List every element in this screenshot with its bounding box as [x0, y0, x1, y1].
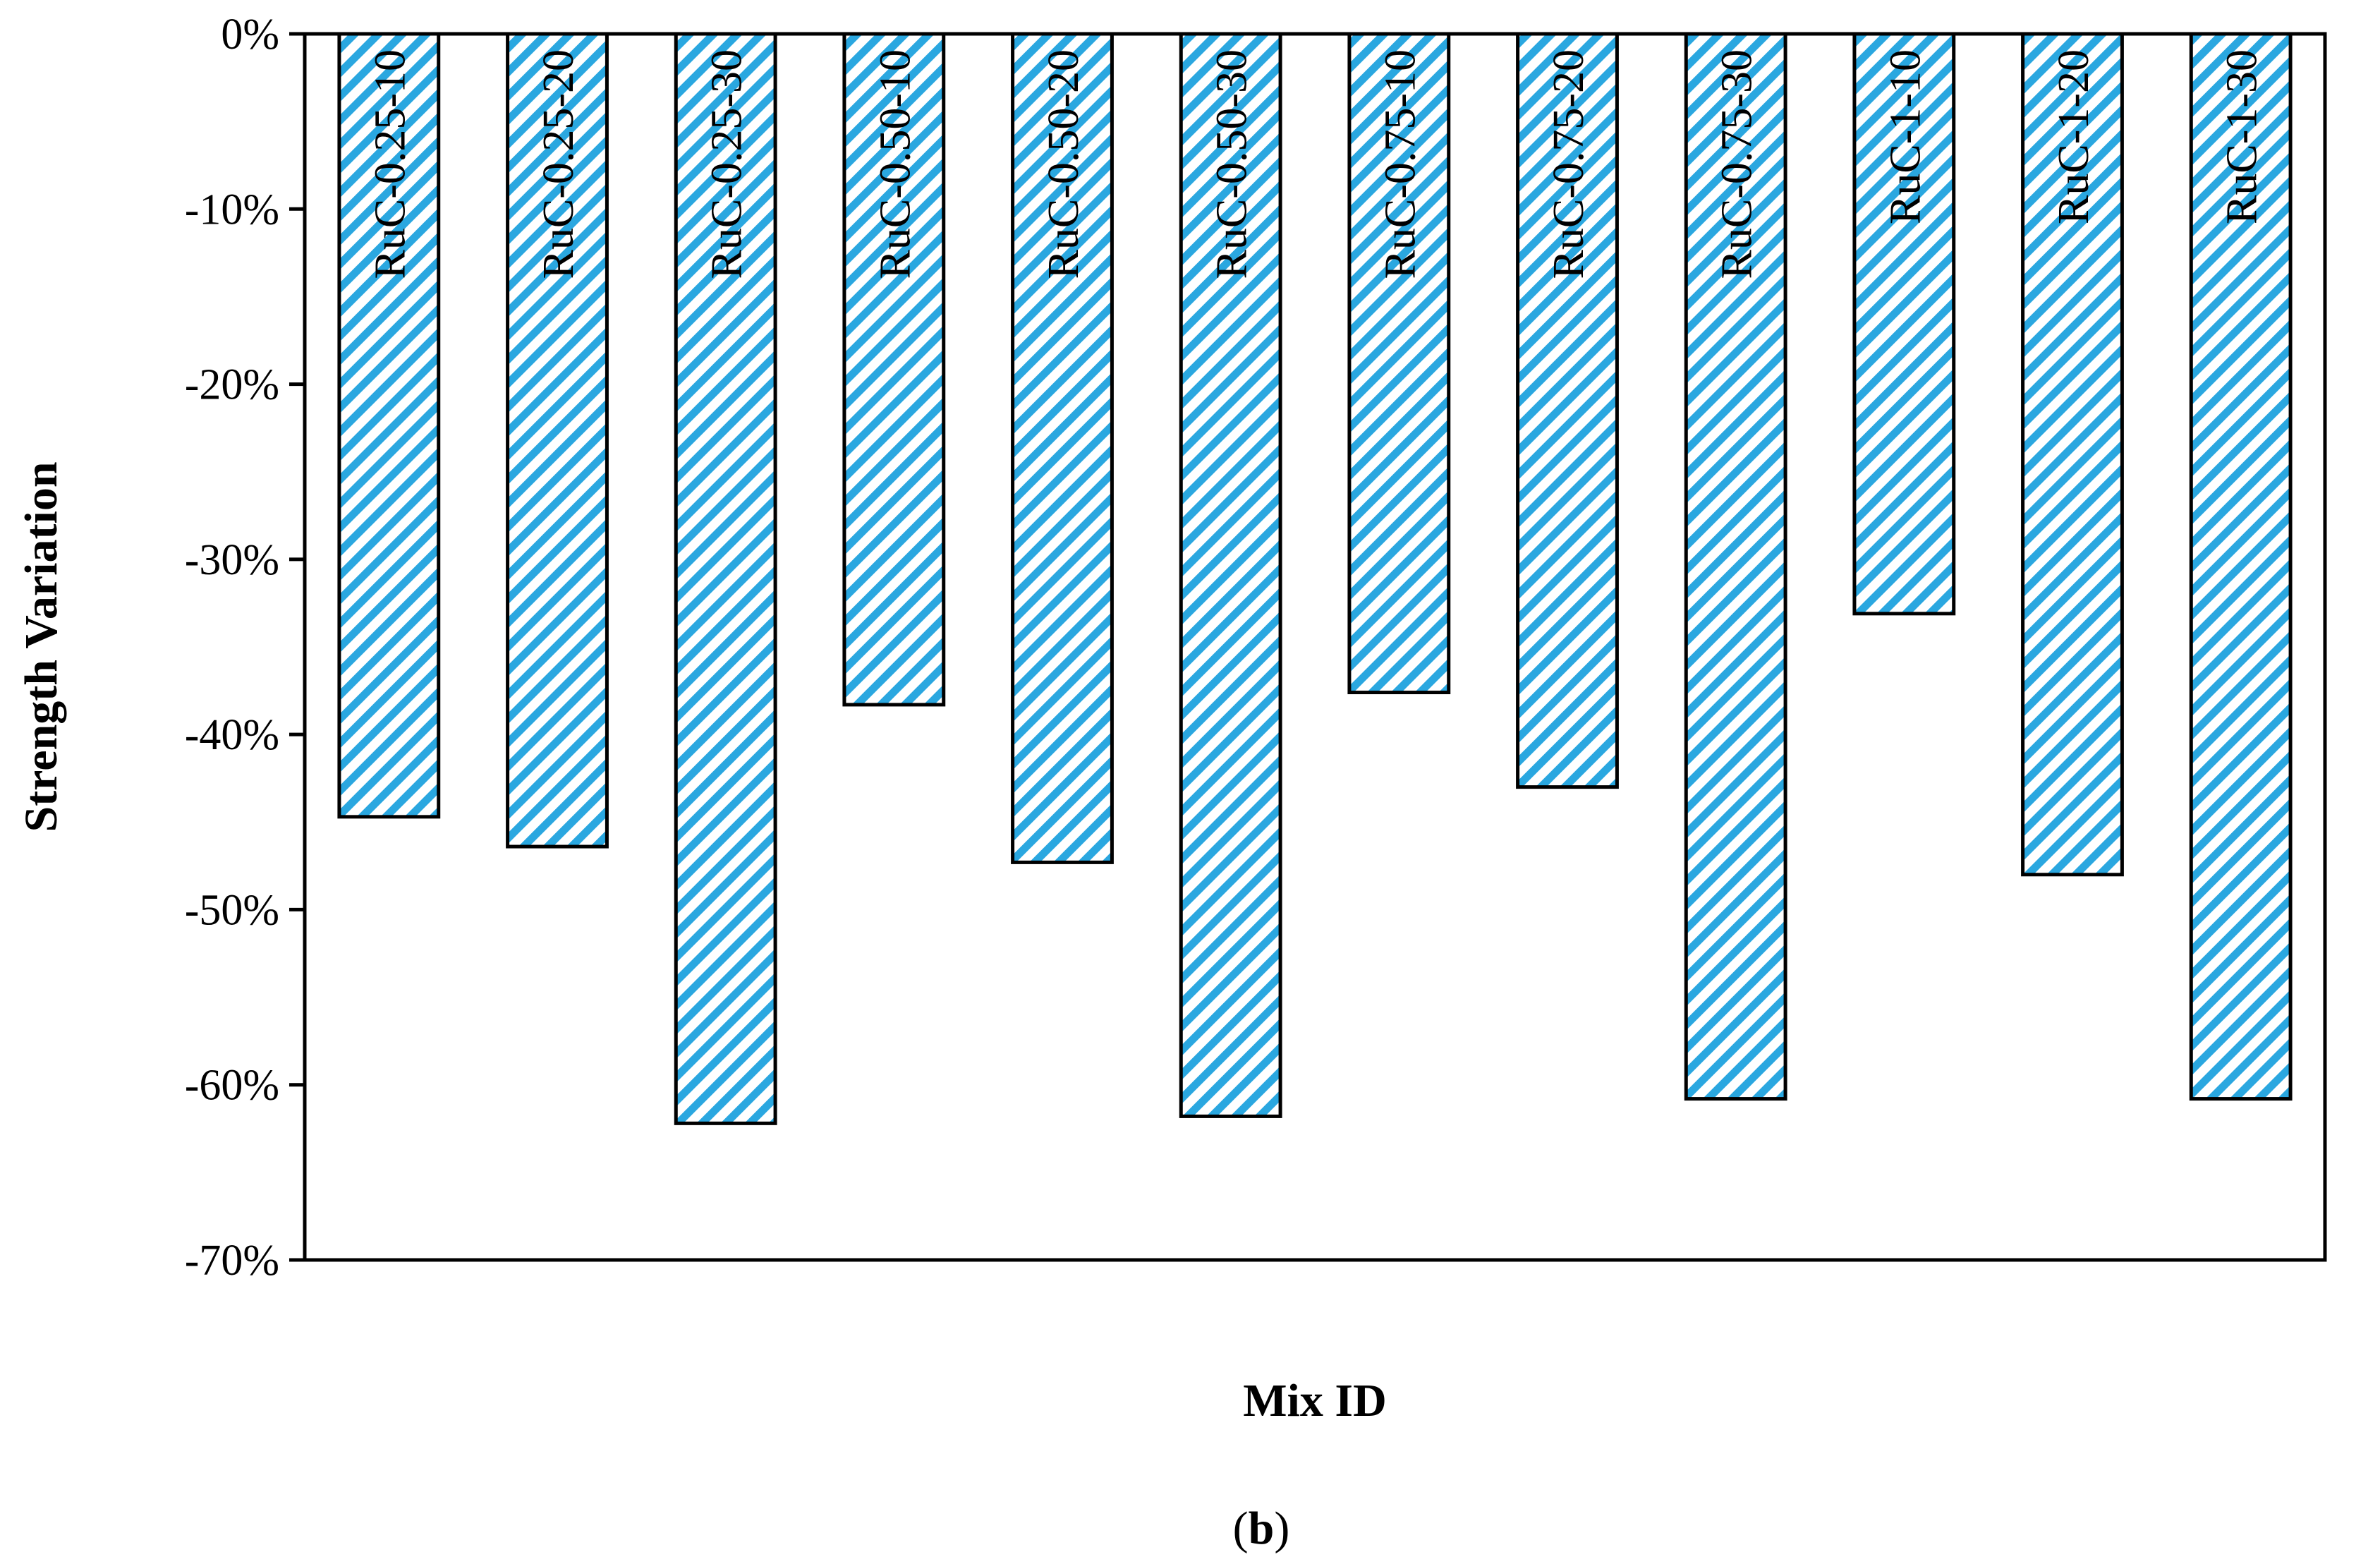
bar-data-label: RuC-0.25-10: [366, 49, 414, 279]
bar-ruc-0.50-10: [842, 32, 946, 707]
y-tick-label: -60%: [185, 1062, 279, 1110]
y-tick-label: -30%: [185, 536, 279, 584]
y-tick-label: -20%: [185, 361, 279, 409]
y-tick-label: -50%: [185, 886, 279, 934]
y-tick-label: -40%: [185, 711, 279, 759]
bar-data-label: RuC-1-20: [2050, 49, 2098, 224]
bar-data-label: RuC-0.50-20: [1040, 49, 1088, 279]
figure-caption: (b): [1233, 1503, 1290, 1554]
bar-data-label: RuC-1-10: [1881, 49, 1929, 224]
y-axis-title: Strength Variation: [16, 461, 67, 832]
bar-ruc-1-10: [1852, 32, 1956, 616]
bar-ruc-0.25-10: [337, 32, 441, 819]
bar-ruc-0.75-30: [1684, 32, 1787, 1101]
bar-labels: RuC-0.25-10 RuC-0.25-20 RuC-0.25-30 RuC-0.5…: [366, 49, 2266, 279]
bar-ruc-0.50-30: [1179, 32, 1282, 1118]
y-tick-label: 0%: [221, 11, 279, 59]
caption-open: (: [1233, 1503, 1249, 1554]
caption-close: ): [1274, 1503, 1289, 1554]
bar-ruc-1-30: [2189, 32, 2293, 1101]
bar-ruc-1-20: [2021, 32, 2124, 877]
x-axis-title: Mix ID: [1243, 1375, 1386, 1426]
bar-data-label: RuC-0.25-30: [703, 49, 751, 279]
bar-ruc-0.75-20: [1516, 32, 1619, 789]
bar-data-label: RuC-0.50-30: [1208, 49, 1256, 279]
bar-data-label: RuC-0.75-10: [1376, 49, 1424, 279]
bars: [337, 32, 2293, 1125]
bar-data-label: RuC-0.50-10: [871, 49, 919, 279]
bar-data-label: RuC-1-30: [2218, 49, 2266, 224]
bar-ruc-0.75-10: [1347, 32, 1451, 695]
y-axis-tick-labels: 0% -10% -20% -30% -40% -50% -60% -70%: [185, 11, 279, 1285]
bar-data-label: RuC-0.25-20: [535, 49, 583, 279]
bar-data-label: RuC-0.75-30: [1713, 49, 1761, 279]
y-tick-label: -70%: [185, 1237, 279, 1285]
y-axis-ticks: [289, 32, 305, 1262]
bar-ruc-0.25-20: [506, 32, 609, 849]
caption-letter: b: [1249, 1503, 1275, 1554]
y-tick-label: -10%: [185, 186, 279, 234]
bar-data-label: RuC-0.75-20: [1545, 49, 1593, 279]
plot-area-frame: [303, 32, 2327, 1262]
bar-ruc-0.50-20: [1011, 32, 1114, 864]
